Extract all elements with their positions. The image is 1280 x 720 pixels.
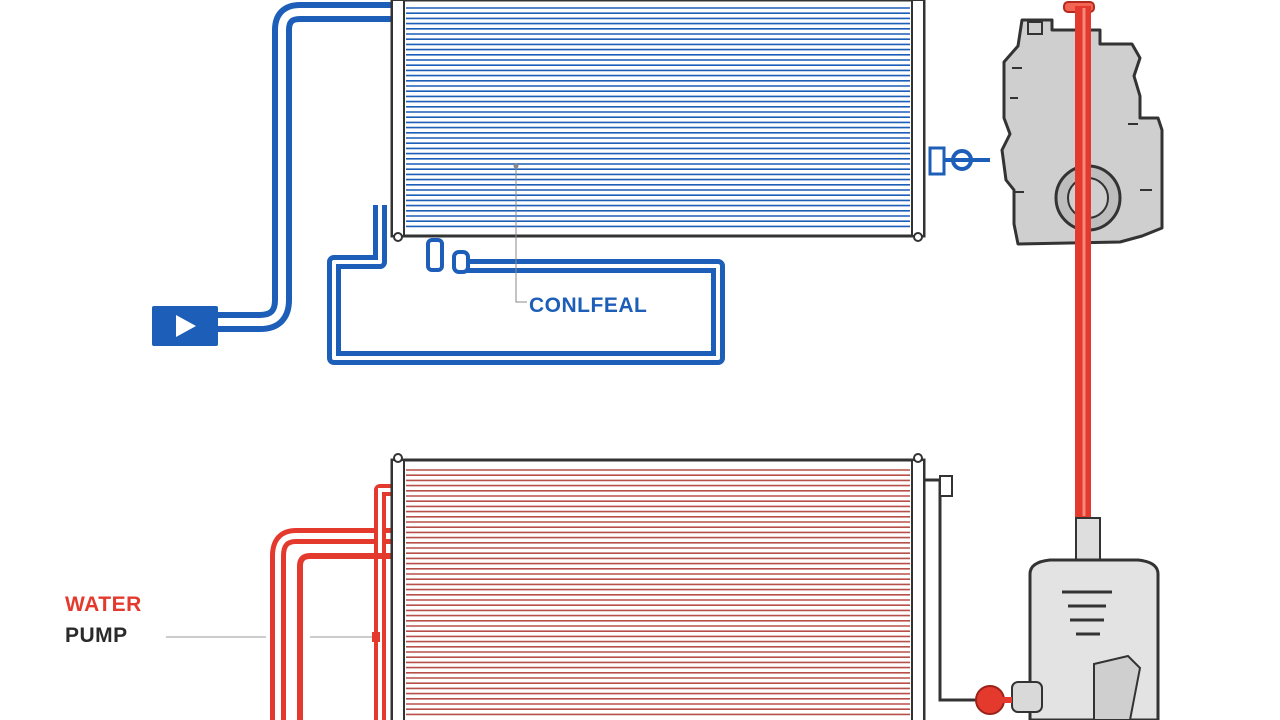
- cold-radiator-fins: [406, 7, 910, 228]
- hot-radiator: [390, 453, 926, 720]
- cold-radiator: [390, 0, 926, 242]
- hot-valve: [975, 685, 1005, 715]
- cold-feed-pipe: [215, 2, 392, 332]
- cold-fitting: [426, 238, 444, 272]
- hot-pipe-circuit: [270, 475, 1043, 720]
- hot-side-hose: [924, 478, 980, 702]
- play-icon: [176, 315, 196, 337]
- coolant-label: CONLFEAL: [529, 294, 648, 317]
- play-box[interactable]: [152, 306, 218, 346]
- pump-tank: [1028, 517, 1160, 720]
- cold-connector: [928, 146, 946, 176]
- water-label: WATER: [65, 593, 142, 616]
- coolant-leader-line: [515, 166, 527, 303]
- hot-riser-pipe: [1063, 1, 1095, 518]
- hot-radiator-fins: [406, 469, 910, 716]
- cold-fitting-2: [452, 250, 470, 274]
- cold-pipe-circuit: [215, 2, 990, 365]
- pump-label: PUMP: [65, 624, 128, 647]
